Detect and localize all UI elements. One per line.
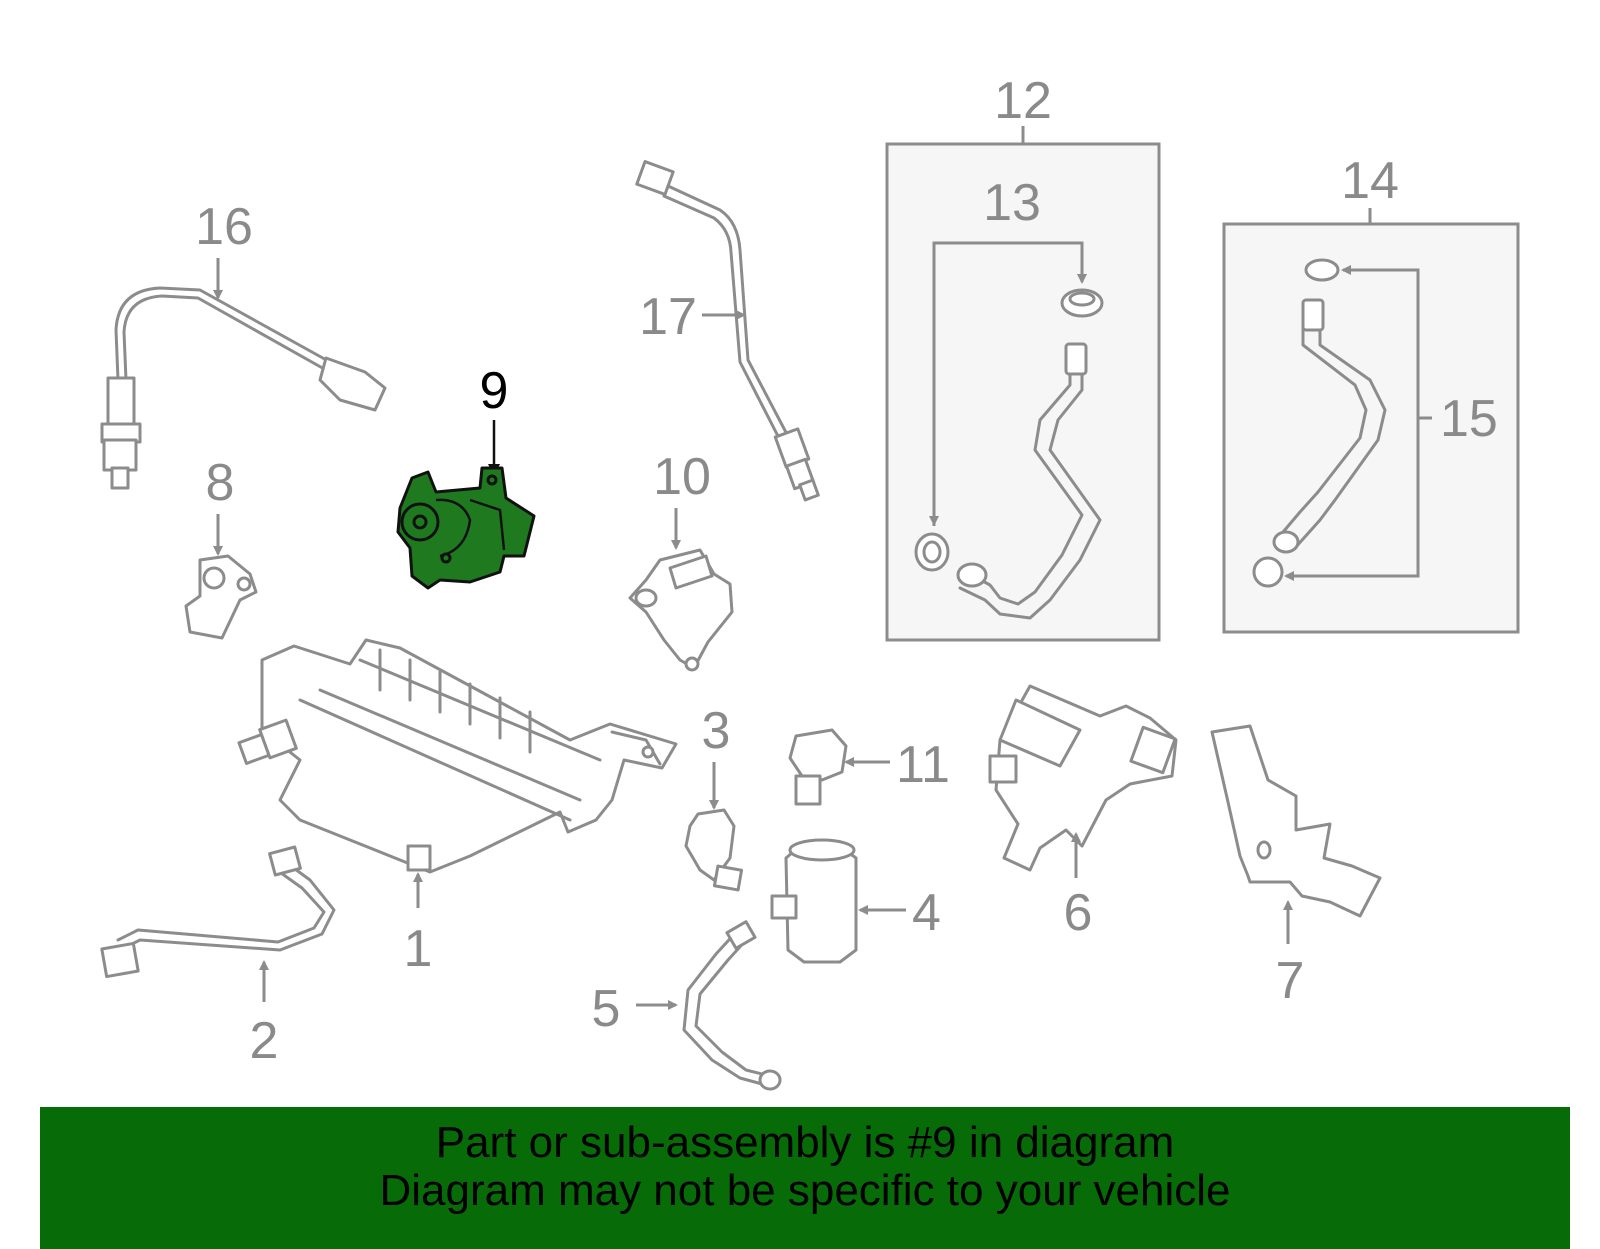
callout-14: 14	[1341, 152, 1399, 210]
callout-10: 10	[653, 448, 711, 506]
part-3-connector: 3	[684, 702, 744, 892]
callout-3: 3	[702, 702, 731, 760]
info-banner: Part or sub-assembly is #9 in diagram Di…	[40, 1107, 1570, 1249]
callout-4: 4	[912, 884, 941, 942]
part-2-hose: 2	[100, 845, 336, 1070]
part-1-charcoal-canister: 1	[237, 638, 678, 978]
part-4-filter: 4	[770, 838, 941, 964]
part-10-purge-valve: 10	[628, 448, 734, 672]
hose-15	[1272, 298, 1387, 554]
part-9-highlighted: 9	[396, 362, 536, 590]
hose-clamp-upper-14	[1304, 258, 1340, 282]
kit-box-12: 12 13	[885, 72, 1161, 642]
hose-13	[956, 342, 1102, 620]
part-8-vacuum-sensor: 8	[184, 454, 258, 640]
part-16-oxygen-sensor: 16	[100, 198, 387, 490]
callout-11: 11	[896, 736, 950, 794]
banner-line-2: Diagram may not be specific to your vehi…	[379, 1166, 1231, 1215]
banner-line-1: Part or sub-assembly is #9 in diagram	[435, 1118, 1175, 1167]
callout-1: 1	[404, 920, 433, 978]
hose-clamp-upper	[1060, 288, 1104, 318]
part-5-hose: 5	[592, 920, 782, 1091]
callout-13: 13	[983, 174, 1041, 232]
callout-12: 12	[994, 72, 1052, 130]
part-11-sensor: 11	[788, 728, 950, 806]
hose-clamp-lower	[914, 532, 950, 572]
part-6-pump: 6	[988, 684, 1178, 942]
callout-7: 7	[1276, 952, 1305, 1010]
part-7-bracket: 7	[1210, 724, 1382, 1010]
callout-15: 15	[1440, 390, 1498, 448]
hose-clamp-lower-14	[1252, 556, 1284, 588]
callout-5: 5	[592, 980, 621, 1038]
callout-9: 9	[480, 362, 509, 420]
callout-2: 2	[250, 1012, 279, 1070]
callout-16: 16	[195, 198, 253, 256]
callout-8: 8	[206, 454, 235, 512]
callout-6: 6	[1064, 884, 1093, 942]
callout-17: 17	[639, 288, 697, 346]
kit-box-14: 14 15	[1222, 152, 1520, 634]
part-17-oxygen-sensor: 17	[635, 160, 820, 502]
